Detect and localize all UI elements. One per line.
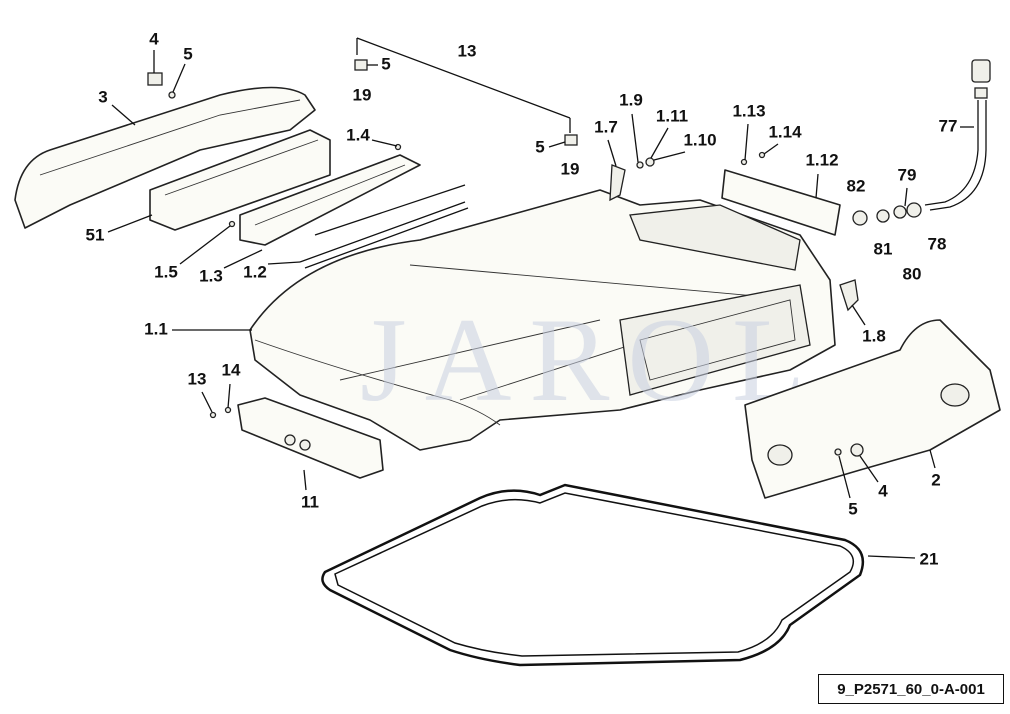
callout: 19	[561, 159, 580, 178]
callout: 81	[874, 239, 893, 258]
callout: 1.7	[594, 117, 618, 136]
callout: 80	[903, 264, 922, 283]
callout: 1.4	[346, 125, 370, 144]
callout: 13	[188, 369, 207, 388]
callout: 19	[353, 85, 372, 104]
seal-strips-1-2	[299, 184, 469, 269]
callout: 79	[898, 165, 917, 184]
bracket-1-8	[839, 279, 859, 312]
callout: 1.8	[862, 326, 886, 345]
filter-51	[149, 129, 331, 231]
hose-fittings	[852, 59, 991, 226]
callout: 14	[222, 360, 241, 379]
panel-3	[14, 86, 316, 229]
callout: 1.5	[154, 262, 178, 281]
callout: 51	[86, 225, 105, 244]
callout: 82	[847, 176, 866, 195]
callout: 5	[848, 499, 857, 518]
callout: 13	[458, 41, 477, 60]
callouts: 4 5 3 13 5 19 1.4 51 1.5 1.3 1.2 5 19 1.…	[86, 29, 958, 568]
callout: 1.11	[656, 106, 688, 125]
washer-5	[168, 91, 176, 99]
callout: 1.2	[243, 262, 267, 281]
callout: 4	[878, 481, 888, 500]
callout: 5	[381, 54, 390, 73]
seal-21	[321, 483, 865, 667]
panel-2	[744, 319, 1001, 499]
callout: 1.14	[768, 122, 802, 141]
callout: 1.1	[144, 319, 168, 338]
callout: 1.10	[683, 130, 716, 149]
callout: 1.3	[199, 266, 223, 285]
callout: 77	[939, 116, 958, 135]
plate-1-12	[721, 169, 841, 236]
roof-cover-part	[249, 189, 836, 451]
callout: 1.12	[805, 150, 838, 169]
callout: 21	[920, 549, 939, 568]
bracket-11	[237, 397, 384, 479]
leader-lines	[107, 37, 974, 559]
callout: 5	[535, 137, 544, 156]
callout: 5	[183, 44, 192, 63]
callout: 4	[149, 29, 159, 48]
callout: 2	[931, 470, 940, 489]
bracket-1-7	[609, 164, 626, 202]
callout: 11	[301, 492, 319, 511]
diagram-id-label: 9_P2571_60_0-A-001	[818, 674, 1004, 704]
callout: 1.13	[732, 101, 765, 120]
callout: 78	[928, 234, 947, 253]
knob-4	[147, 72, 163, 86]
callout: 1.9	[619, 90, 643, 109]
frame-1-3	[239, 154, 421, 246]
callout: 3	[98, 87, 107, 106]
